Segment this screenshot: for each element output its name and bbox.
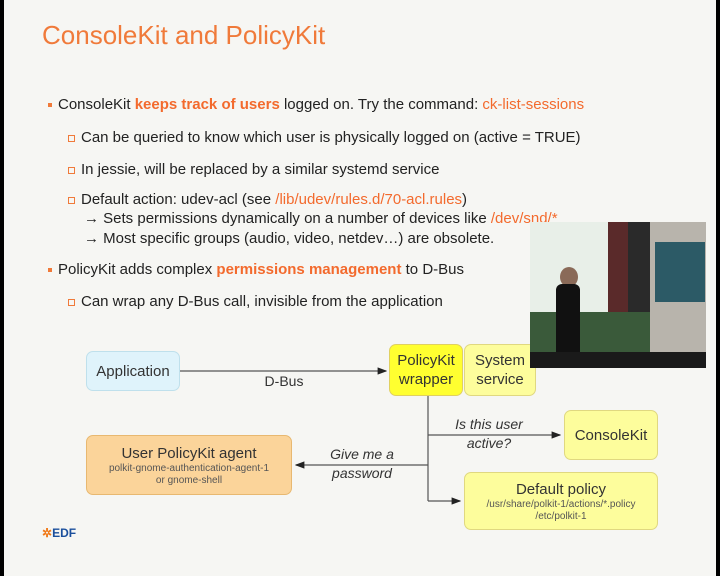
floor bbox=[530, 352, 706, 368]
logo-text: EDF bbox=[52, 526, 77, 540]
system-service-box: System service bbox=[464, 344, 536, 396]
speaker-body bbox=[556, 284, 580, 364]
text: to D-Bus bbox=[401, 261, 464, 278]
consolekit-box: ConsoleKit bbox=[564, 410, 658, 460]
text: → Sets permissions dynamically on a numb… bbox=[84, 210, 491, 227]
logo-flower-icon: ✲ bbox=[42, 526, 53, 540]
text: logged on. Try the command: bbox=[279, 96, 483, 113]
path: /lib/udev/rules.d/70-acl.rules bbox=[275, 191, 463, 208]
bullet-consolekit: ConsoleKit keeps track of users logged o… bbox=[48, 96, 584, 113]
edf-logo: ✲EDF bbox=[42, 526, 76, 540]
sublabel: or gnome-shell bbox=[155, 474, 223, 486]
bullet-policykit: PolicyKit adds complex permissions manag… bbox=[48, 261, 464, 278]
label: Application bbox=[96, 362, 170, 380]
board bbox=[655, 242, 705, 302]
highlight: permissions management bbox=[216, 261, 402, 278]
label: PolicyKit wrapper bbox=[397, 352, 455, 388]
speaker-head bbox=[560, 267, 578, 287]
sublabel: /usr/share/polkit-1/actions/*.policy bbox=[486, 498, 636, 510]
sublabel: /etc/polkit-1 bbox=[535, 510, 587, 522]
label: System service bbox=[474, 352, 525, 388]
text: PolicyKit adds complex bbox=[58, 261, 217, 278]
highlight: keeps track of users bbox=[134, 96, 280, 113]
text: Default action: udev-acl (see bbox=[81, 191, 276, 208]
sublabel: polkit-gnome-authentication-agent-1 bbox=[108, 462, 270, 474]
text: ConsoleKit bbox=[58, 96, 135, 113]
application-box: Application bbox=[86, 351, 180, 391]
diagram-arrows bbox=[180, 367, 562, 505]
label: Default policy bbox=[515, 480, 607, 498]
give-password-label: Give me a password bbox=[330, 446, 394, 481]
sub-bullet: Default action: udev-acl (see /lib/udev/… bbox=[68, 191, 467, 208]
command: ck-list-sessions bbox=[482, 96, 585, 113]
policykit-wrapper-box: PolicyKit wrapper bbox=[389, 344, 463, 396]
sub-sub-bullet: → Most specific groups (audio, video, ne… bbox=[84, 230, 495, 247]
speaker-webcam-inset bbox=[530, 222, 706, 368]
label: User PolicyKit agent bbox=[121, 444, 257, 462]
slide-title: ConsoleKit and PolicyKit bbox=[42, 20, 326, 50]
sub-bullet: Can be queried to know which user is phy… bbox=[68, 129, 581, 146]
blackboard bbox=[530, 312, 650, 352]
sub-bullet: In jessie, will be replaced by a similar… bbox=[68, 161, 439, 178]
text: ) bbox=[462, 191, 468, 208]
sub-bullet: Can wrap any D-Bus call, invisible from … bbox=[68, 293, 443, 310]
dbus-label: D-Bus bbox=[264, 373, 304, 389]
label: ConsoleKit bbox=[574, 426, 648, 444]
user-agent-box: User PolicyKit agent polkit-gnome-authen… bbox=[86, 435, 292, 495]
default-policy-box: Default policy /usr/share/polkit-1/actio… bbox=[464, 472, 658, 530]
question-label: Is this user active? bbox=[455, 416, 523, 451]
